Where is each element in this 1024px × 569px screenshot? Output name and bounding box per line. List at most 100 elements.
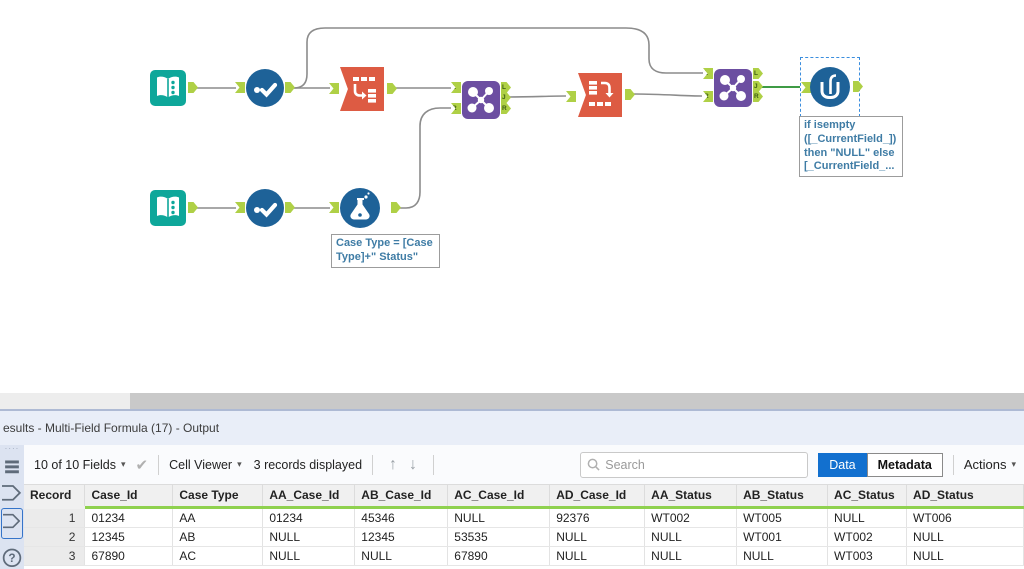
anchor-out-join2-L[interactable]: L (753, 68, 763, 79)
cell[interactable]: NULL (827, 507, 908, 528)
column-header-Case_Id[interactable]: Case_Id (84, 485, 174, 509)
row-number[interactable]: 1 (24, 507, 86, 528)
canvas-hscrollbar[interactable] (0, 393, 1024, 409)
anchor-out-input2[interactable] (188, 202, 198, 213)
cell[interactable]: NULL (644, 527, 738, 547)
cell[interactable]: NULL (262, 546, 356, 566)
results-panel-header[interactable]: esults - Multi-Field Formula (17) - Outp… (0, 411, 1024, 445)
data-button[interactable]: Data (818, 452, 867, 477)
scroll-down-icon[interactable]: ↓ (409, 455, 418, 473)
cell[interactable]: NULL (549, 527, 646, 547)
anchor-out-join2-R[interactable]: R (753, 91, 763, 102)
fields-dropdown[interactable]: 10 of 10 Fields ▾ (34, 458, 126, 472)
help-icon[interactable]: ? (2, 547, 22, 569)
anchor-in-select2[interactable] (235, 202, 245, 213)
column-header-AA_Status[interactable]: AA_Status (644, 485, 738, 509)
anchor-out-select2[interactable] (285, 202, 295, 213)
cell[interactable]: 67890 (447, 546, 551, 566)
scroll-up-icon[interactable]: ↑ (389, 455, 398, 473)
actions-dropdown[interactable]: Actions ▾ (964, 457, 1016, 472)
column-header-Case Type[interactable]: Case Type (172, 485, 264, 509)
join-tool-1[interactable] (462, 81, 500, 124)
metadata-button[interactable]: Metadata (866, 452, 943, 477)
column-header-AB_Case_Id[interactable]: AB_Case_Id (354, 485, 449, 509)
tool-anchor-selected[interactable] (0, 508, 23, 540)
cell[interactable]: AB (172, 527, 264, 547)
anchor-in-select1[interactable] (235, 82, 245, 93)
cell[interactable]: 01234 (84, 507, 174, 528)
wire-join1-crosstab[interactable] (505, 95, 567, 98)
column-header-AC_Status[interactable]: AC_Status (827, 485, 908, 509)
annotation-multi-field-formula[interactable]: if isempty ([_CurrentField_]) then "NULL… (799, 116, 903, 177)
cell[interactable]: 12345 (84, 527, 174, 547)
cell[interactable]: WT005 (736, 507, 829, 528)
results-grid-icon[interactable] (4, 459, 20, 475)
anchor-out-mff[interactable] (853, 81, 863, 92)
cell[interactable]: NULL (354, 546, 449, 566)
column-header-Record[interactable]: Record (24, 485, 86, 509)
cell[interactable]: WT002 (644, 507, 738, 528)
cell[interactable]: WT006 (906, 507, 1024, 528)
anchor-out-join1-R[interactable]: R (501, 103, 511, 114)
cell[interactable]: 45346 (354, 507, 449, 528)
cell[interactable]: 12345 (354, 527, 449, 547)
hscrollbar-thumb[interactable] (130, 393, 1024, 409)
wire-formula-join1-R[interactable] (394, 107, 451, 209)
column-header-AC_Case_Id[interactable]: AC_Case_Id (447, 485, 551, 509)
wire-select1-join2-L[interactable] (293, 27, 703, 89)
cell[interactable]: 53535 (447, 527, 551, 547)
anchor-out-formula[interactable] (391, 202, 401, 213)
cell[interactable]: 92376 (549, 507, 646, 528)
cell[interactable]: NULL (262, 527, 356, 547)
anchor-out-join1-J[interactable]: J (501, 92, 511, 103)
anchor-out-join2-J[interactable]: J (753, 81, 763, 92)
anchor-out-join1-L[interactable]: L (501, 82, 511, 93)
anchor-out-transpose[interactable] (387, 83, 397, 94)
multi-field-formula-tool[interactable] (810, 67, 850, 112)
cell[interactable]: WT003 (827, 546, 908, 566)
cell-viewer-dropdown[interactable]: Cell Viewer ▾ (169, 458, 242, 472)
cell[interactable]: NULL (736, 546, 829, 566)
workflow-canvas[interactable]: L R L J R L R (0, 0, 1024, 393)
anchor-out-input1[interactable] (188, 82, 198, 93)
join-tool-2[interactable] (714, 69, 752, 112)
cell[interactable]: NULL (447, 507, 551, 528)
anchor-out-crosstab[interactable] (625, 89, 635, 100)
column-header-AA_Case_Id[interactable]: AA_Case_Id (262, 485, 356, 509)
cell[interactable]: WT002 (827, 527, 908, 547)
cell[interactable]: NULL (644, 546, 738, 566)
connection-wires[interactable] (0, 0, 1024, 393)
anchor-in-mff[interactable] (801, 82, 811, 93)
anchor-in-formula[interactable] (329, 202, 339, 213)
cell[interactable]: WT001 (736, 527, 829, 547)
anchor-in-transpose[interactable] (329, 83, 339, 94)
select-tool-2[interactable] (246, 189, 284, 232)
input-data-tool-1[interactable] (150, 70, 186, 111)
apply-check-icon[interactable]: ✔ (135, 456, 149, 474)
anchor-out-select1[interactable] (285, 82, 295, 93)
cell[interactable]: NULL (549, 546, 646, 566)
formula-tool[interactable] (340, 188, 380, 233)
cell[interactable]: NULL (906, 546, 1024, 566)
cell[interactable]: 01234 (262, 507, 356, 528)
drag-handle-icon[interactable]: ···· (4, 444, 20, 453)
column-header-AD_Case_Id[interactable]: AD_Case_Id (549, 485, 646, 509)
column-header-AD_Status[interactable]: AD_Status (906, 485, 1024, 509)
cell[interactable]: 67890 (84, 546, 174, 566)
cell[interactable]: AC (172, 546, 264, 566)
tool-anchor-icon[interactable] (2, 483, 22, 503)
cell[interactable]: NULL (906, 527, 1024, 547)
row-number[interactable]: 3 (24, 546, 86, 566)
annotation-formula[interactable]: Case Type = [Case Type]+" Status" (331, 234, 440, 268)
cell[interactable]: AA (172, 507, 264, 528)
search-box[interactable] (580, 451, 809, 478)
search-input[interactable] (605, 457, 802, 472)
anchor-in-crosstab[interactable] (566, 91, 576, 102)
select-tool-1[interactable] (246, 69, 284, 112)
row-number[interactable]: 2 (24, 527, 86, 547)
input-data-tool-2[interactable] (150, 190, 186, 231)
wire-crosstab-join2-R[interactable] (631, 93, 703, 97)
